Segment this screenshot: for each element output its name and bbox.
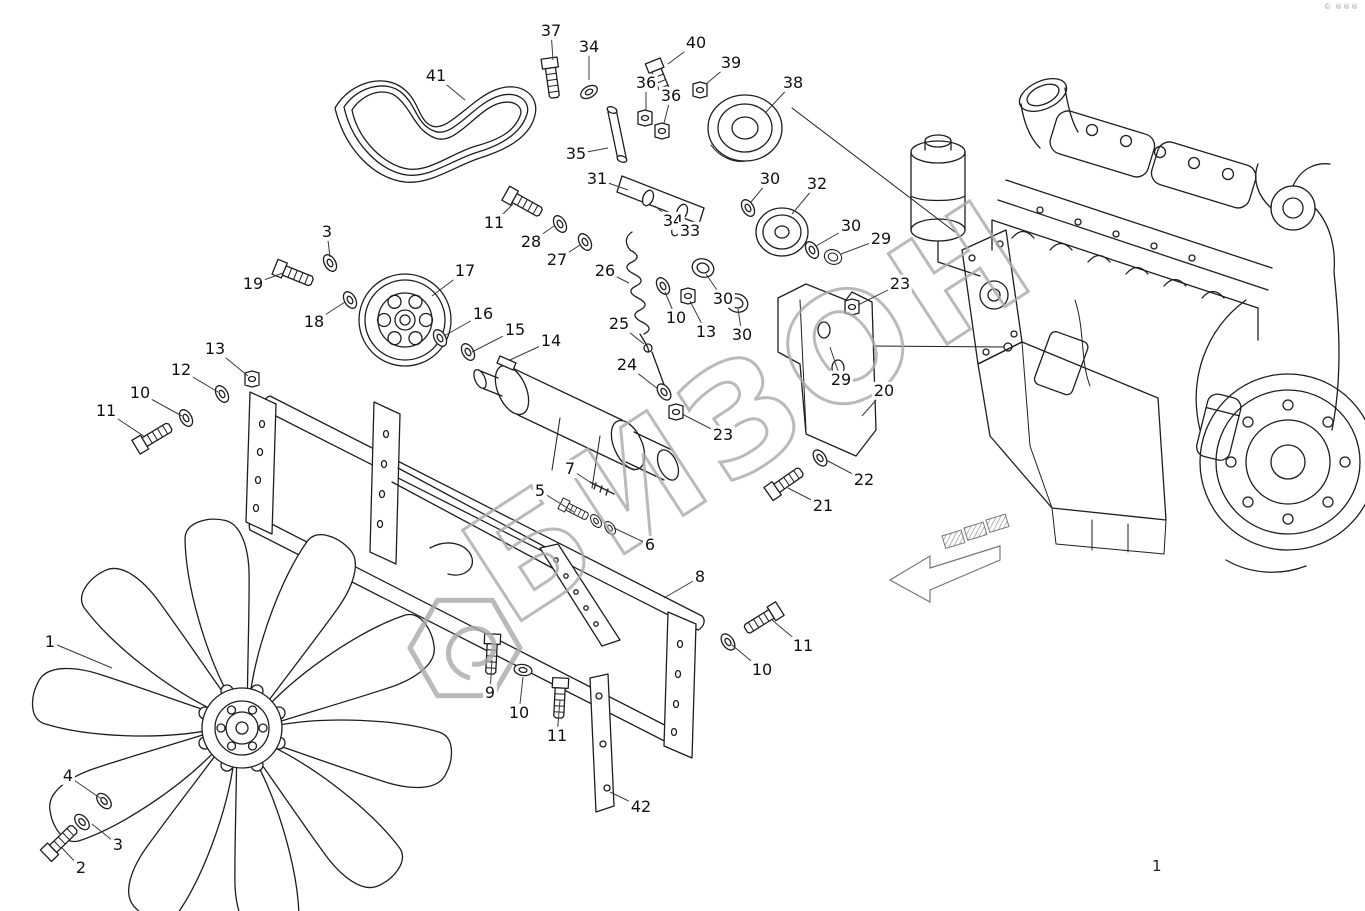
- part-label-10: 10: [663, 307, 689, 328]
- part-label-30: 30: [710, 288, 736, 309]
- part-label-29: 29: [828, 369, 854, 390]
- part-label-4: 4: [60, 765, 76, 786]
- part-label-11: 11: [544, 725, 570, 746]
- part-label-16: 16: [470, 303, 496, 324]
- part-label-18: 18: [301, 311, 327, 332]
- part-label-39: 39: [718, 52, 744, 73]
- engine-line-art: [791, 78, 1365, 573]
- part-label-22: 22: [851, 469, 877, 490]
- part-label-30: 30: [757, 168, 783, 189]
- part-label-41: 41: [423, 65, 449, 86]
- part-label-7: 7: [562, 458, 578, 479]
- part-label-32: 32: [804, 173, 830, 194]
- shaft-assembly-line-art: [473, 355, 680, 496]
- part-label-36: 36: [633, 72, 659, 93]
- part-label-34: 34: [576, 36, 602, 57]
- part-label-33: 33: [677, 220, 703, 241]
- part-label-36: 36: [658, 85, 684, 106]
- part-label-12: 12: [168, 359, 194, 380]
- direction-arrow-icon: [888, 513, 1010, 604]
- part-label-1: 1: [42, 631, 58, 652]
- part-label-21: 21: [810, 495, 836, 516]
- frame-line-art: [245, 391, 705, 813]
- part-label-2: 2: [73, 857, 89, 878]
- watermark: БИЗОН: [407, 162, 1069, 699]
- part-label-5: 5: [532, 480, 548, 501]
- part-label-11: 11: [93, 400, 119, 421]
- part-label-11: 11: [481, 212, 507, 233]
- part-label-23: 23: [887, 273, 913, 294]
- part-label-38: 38: [780, 72, 806, 93]
- part-label-10: 10: [506, 702, 532, 723]
- part-label-23: 23: [710, 424, 736, 445]
- part-label-13: 13: [693, 321, 719, 342]
- part-label-13: 13: [202, 338, 228, 359]
- corner-marks: © ®®®: [1323, 3, 1359, 11]
- part-label-42: 42: [628, 796, 654, 817]
- part-label-28: 28: [518, 231, 544, 252]
- part-label-19: 19: [240, 273, 266, 294]
- part-label-27: 27: [544, 249, 570, 270]
- page-number: 1: [1152, 857, 1162, 875]
- part-label-25: 25: [606, 313, 632, 334]
- part-label-10: 10: [127, 382, 153, 403]
- part-label-3: 3: [110, 834, 126, 855]
- pulley-line-art: [358, 273, 452, 367]
- part-label-37: 37: [538, 20, 564, 41]
- part-label-8: 8: [692, 566, 708, 587]
- part-label-30: 30: [729, 324, 755, 345]
- fan-line-art: [27, 514, 457, 911]
- part-label-15: 15: [502, 319, 528, 340]
- part-label-14: 14: [538, 330, 564, 351]
- part-label-10: 10: [749, 659, 775, 680]
- part-label-20: 20: [871, 380, 897, 401]
- part-label-31: 31: [584, 168, 610, 189]
- part-label-11: 11: [790, 635, 816, 656]
- part-label-35: 35: [563, 143, 589, 164]
- part-label-29: 29: [868, 228, 894, 249]
- part-label-30: 30: [838, 215, 864, 236]
- part-label-6: 6: [642, 534, 658, 555]
- part-label-26: 26: [592, 260, 618, 281]
- part-label-9: 9: [482, 682, 498, 703]
- part-label-24: 24: [614, 354, 640, 375]
- v-belt-line-art: [334, 80, 537, 183]
- part-label-3: 3: [319, 221, 335, 242]
- part-label-40: 40: [683, 32, 709, 53]
- part-label-17: 17: [452, 260, 478, 281]
